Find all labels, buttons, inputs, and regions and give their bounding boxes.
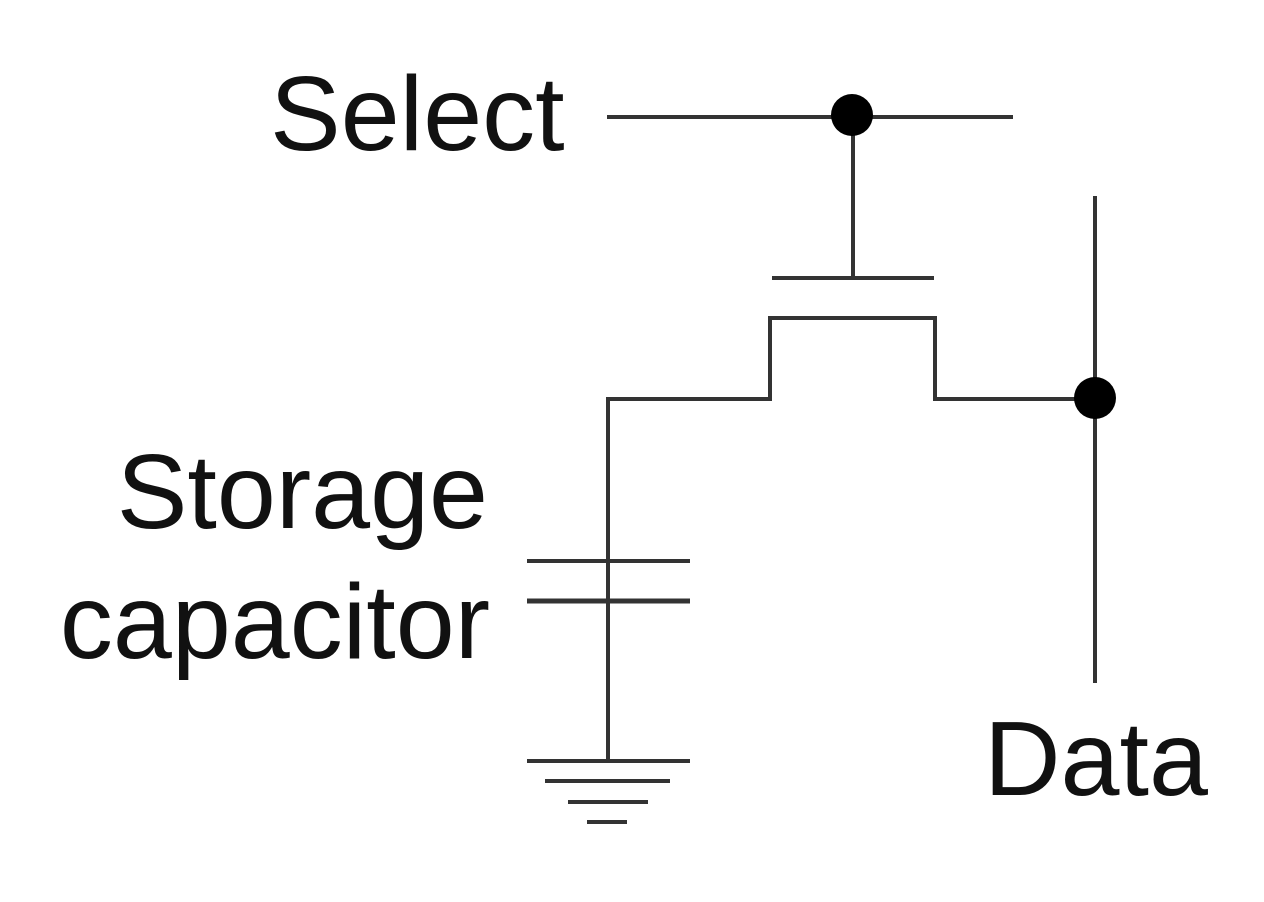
select-label: Select (270, 55, 565, 173)
ground-icon (527, 759, 690, 824)
select-gate-junction (831, 94, 873, 136)
capacitor-label: capacitor (60, 563, 490, 681)
storage-label: Storage (117, 433, 488, 551)
data-drain-junction (1074, 377, 1116, 419)
transistor-channel (606, 316, 1095, 601)
data-label: Data (984, 700, 1208, 818)
